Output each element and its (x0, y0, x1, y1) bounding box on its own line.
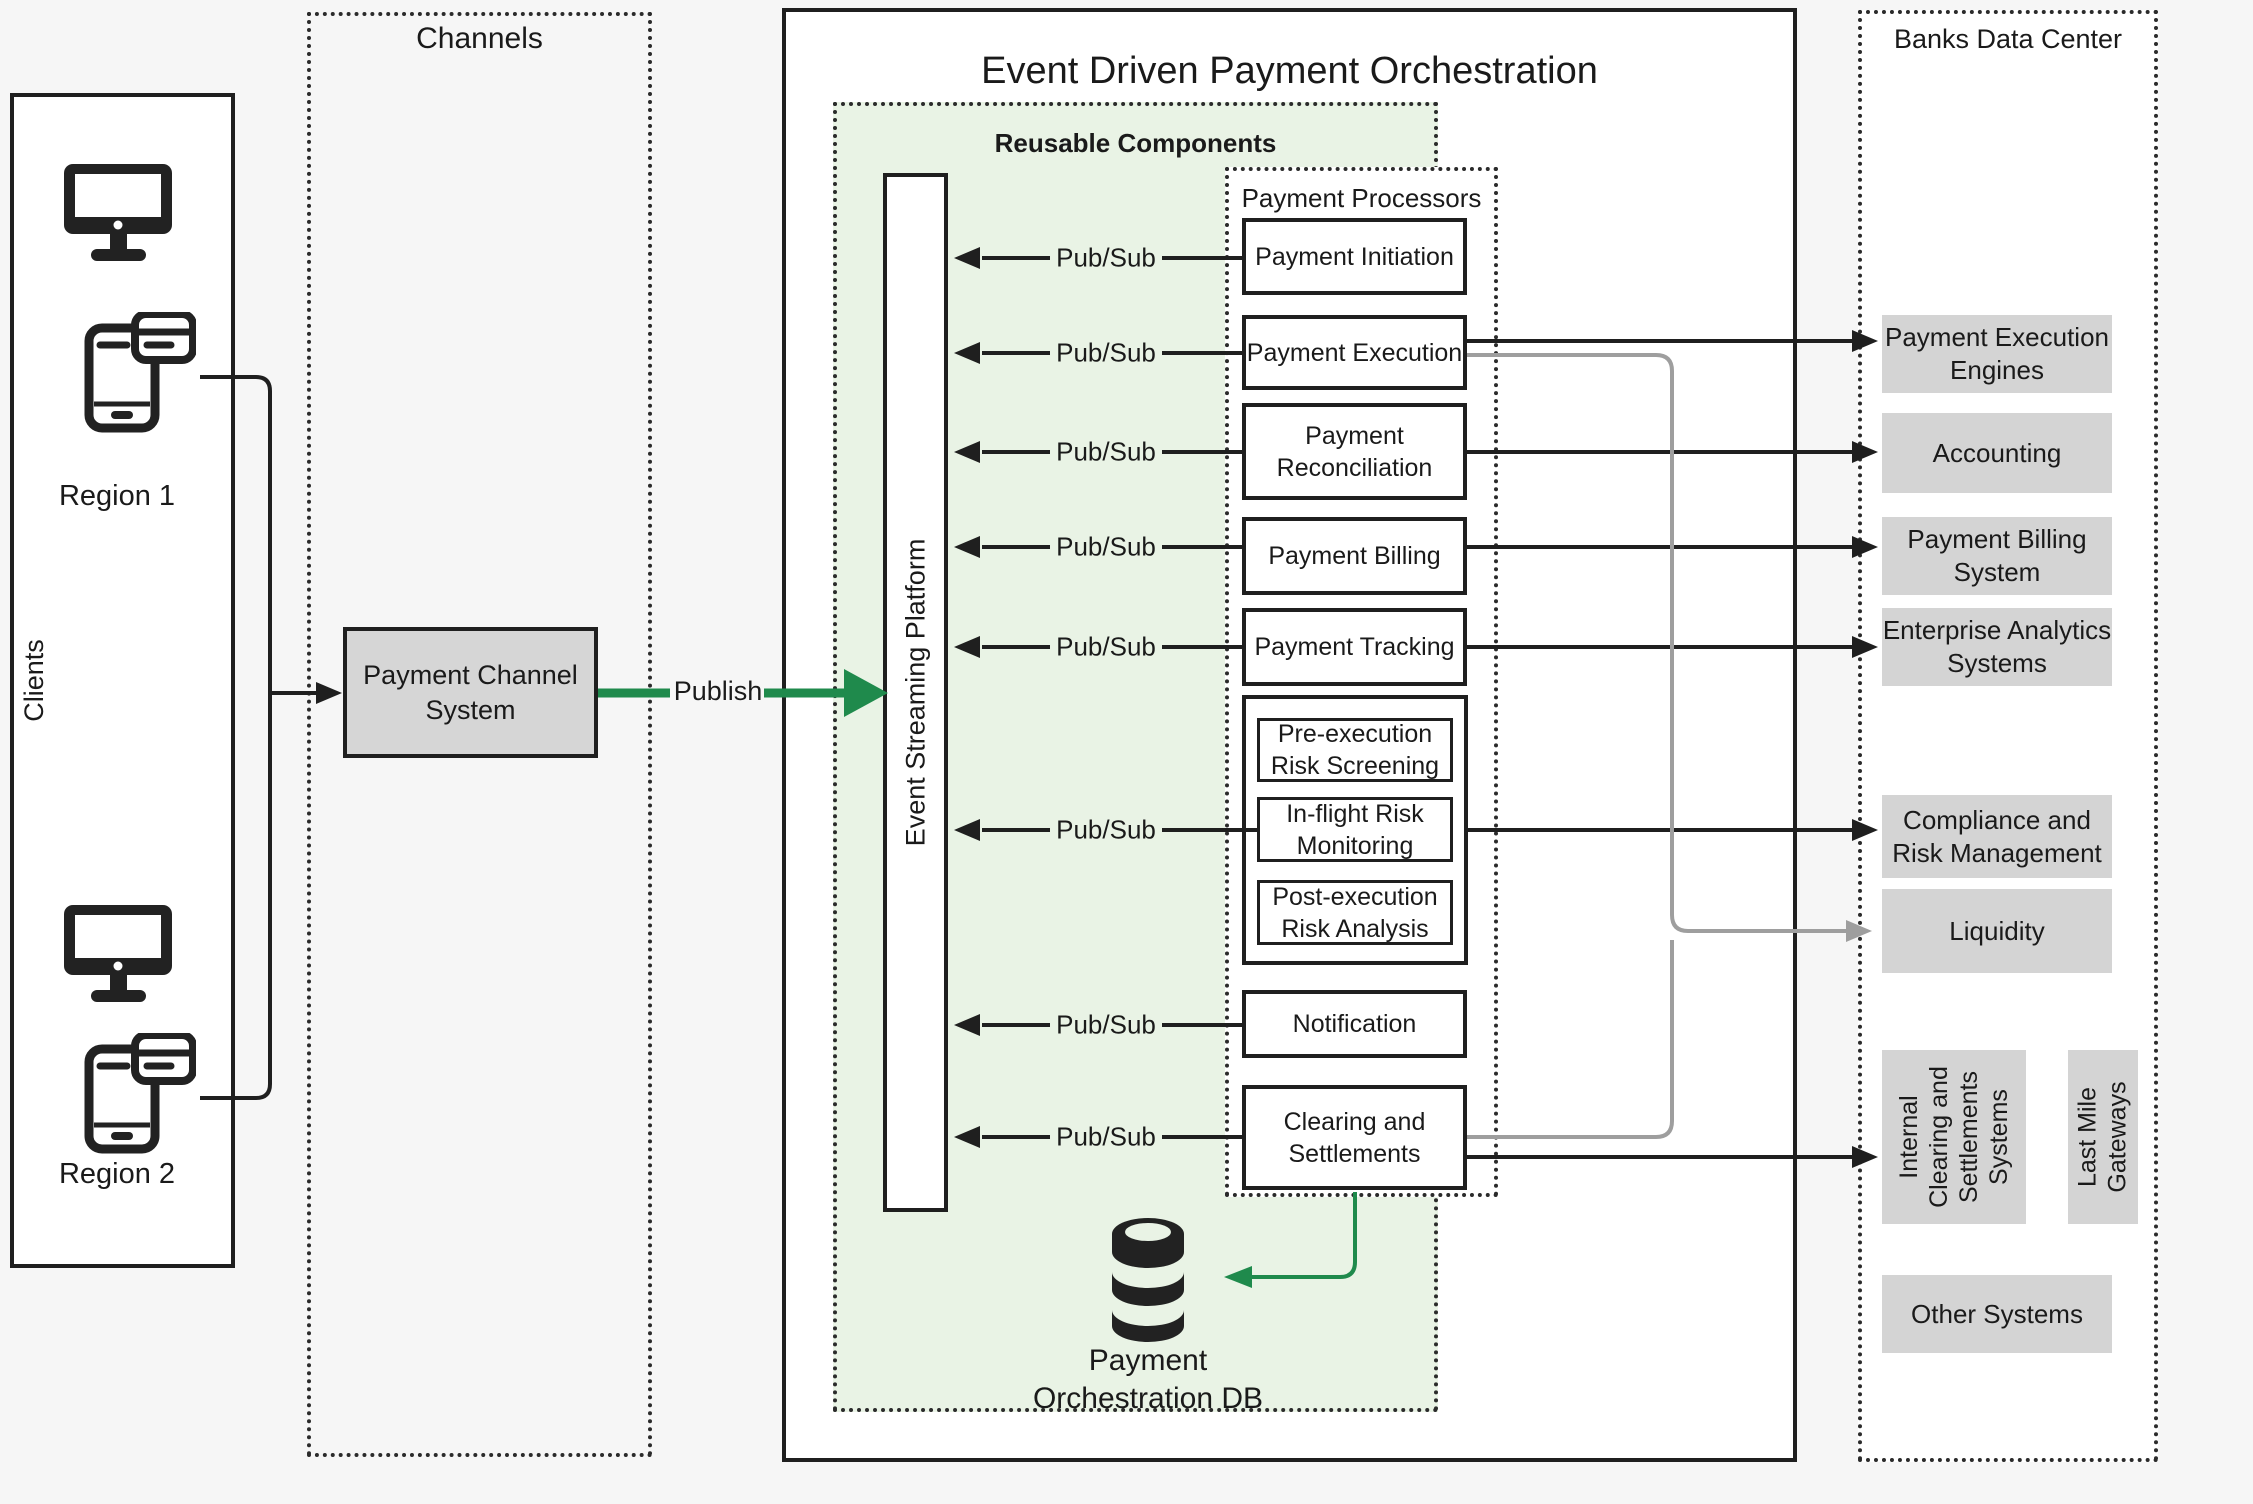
clients-box (10, 93, 235, 1268)
compliance-risk-box: Compliance and Risk Management (1882, 795, 2112, 878)
desktop-monitor-icon (64, 905, 172, 1002)
payment-initiation-box: Payment Initiation (1242, 218, 1467, 295)
payment-reconciliation-label: Payment Reconciliation (1276, 421, 1433, 482)
pre-execution-risk-box: Pre-execution Risk Screening (1257, 718, 1453, 782)
clearing-settlements-label: Clearing and Settlements (1283, 1107, 1426, 1168)
payment-processors-title: Payment Processors (1241, 183, 1482, 213)
mobile-payment-icon (84, 1033, 196, 1154)
internal-clearing-label: Internal Clearing and Settlements System… (1895, 1066, 2013, 1208)
pubsub-label: Pub/Sub (1056, 436, 1156, 467)
post-execution-risk-box: Post-execution Risk Analysis (1257, 880, 1453, 945)
payment-billing-system-label: Payment Billing System (1907, 524, 2087, 587)
pubsub-label: Pub/Sub (1056, 1121, 1156, 1152)
inflight-risk-label: In-flight Risk Monitoring (1286, 799, 1424, 860)
liquidity-box: Liquidity (1882, 889, 2112, 973)
payment-channel-system-label: Payment Channel System (363, 659, 578, 725)
db-label-line1: Payment (1088, 1344, 1208, 1377)
other-systems-label: Other Systems (1911, 1298, 2083, 1329)
region1-label: Region 1 (58, 480, 176, 512)
clearing-settlements-box: Clearing and Settlements (1242, 1085, 1467, 1190)
enterprise-analytics-box: Enterprise Analytics Systems (1882, 608, 2112, 686)
liquidity-label: Liquidity (1949, 915, 2045, 946)
accounting-box: Accounting (1882, 413, 2112, 493)
compliance-risk-label: Compliance and Risk Management (1892, 804, 2102, 868)
payment-execution-engines-label: Payment Execution Engines (1884, 322, 2109, 385)
payment-billing-system-box: Payment Billing System (1882, 517, 2112, 595)
pubsub-label: Pub/Sub (1056, 242, 1156, 273)
banks-data-center-title: Banks Data Center (1893, 24, 2123, 54)
payment-initiation-label: Payment Initiation (1255, 242, 1454, 271)
payment-reconciliation-box: Payment Reconciliation (1242, 403, 1467, 500)
banks-data-center-box (1858, 10, 2158, 1462)
inflight-risk-box: In-flight Risk Monitoring (1257, 797, 1453, 862)
enterprise-analytics-label: Enterprise Analytics Systems (1882, 615, 2112, 678)
clients-label: Clients (18, 638, 49, 722)
post-execution-risk-label: Post-execution Risk Analysis (1272, 882, 1438, 943)
pre-execution-risk-label: Pre-execution Risk Screening (1270, 720, 1440, 780)
payment-billing-box: Payment Billing (1242, 517, 1467, 595)
payment-channel-system-box: Payment Channel System (343, 627, 598, 758)
payment-execution-engines-box: Payment Execution Engines (1882, 315, 2112, 393)
event-streaming-platform-label: Event Streaming Platform (900, 538, 931, 847)
event-streaming-platform-box: Event Streaming Platform (883, 173, 948, 1212)
other-systems-box: Other Systems (1882, 1275, 2112, 1353)
region2-label: Region 2 (58, 1158, 176, 1190)
payment-tracking-label: Payment Tracking (1254, 633, 1455, 661)
channels-box (307, 12, 652, 1457)
channels-title: Channels (416, 22, 543, 55)
desktop-monitor-icon (64, 164, 172, 261)
payment-tracking-box: Payment Tracking (1242, 608, 1467, 686)
notification-box: Notification (1242, 990, 1467, 1058)
pubsub-label: Pub/Sub (1056, 1009, 1156, 1040)
pubsub-label: Pub/Sub (1056, 814, 1156, 845)
db-label-line2: Orchestration DB (1032, 1382, 1264, 1415)
orchestration-title: Event Driven Payment Orchestration (981, 50, 1598, 92)
publish-label: Publish (673, 676, 763, 706)
payment-execution-box: Payment Execution (1242, 315, 1467, 390)
internal-clearing-box: Internal Clearing and Settlements System… (1882, 1050, 2026, 1224)
reusable-components-title: Reusable Components (994, 128, 1277, 158)
last-mile-gateways-box: Last Mile Gateways (2068, 1050, 2138, 1224)
payment-billing-label: Payment Billing (1268, 542, 1441, 570)
mobile-payment-icon (84, 312, 196, 433)
pubsub-label: Pub/Sub (1056, 631, 1156, 662)
pubsub-label: Pub/Sub (1056, 337, 1156, 368)
database-icon (1112, 1218, 1184, 1342)
last-mile-gateways-label: Last Mile Gateways (2074, 1081, 2132, 1193)
accounting-label: Accounting (1932, 437, 2062, 468)
payment-execution-label: Payment Execution (1246, 338, 1463, 367)
notification-label: Notification (1292, 1010, 1417, 1038)
pubsub-label: Pub/Sub (1056, 531, 1156, 562)
